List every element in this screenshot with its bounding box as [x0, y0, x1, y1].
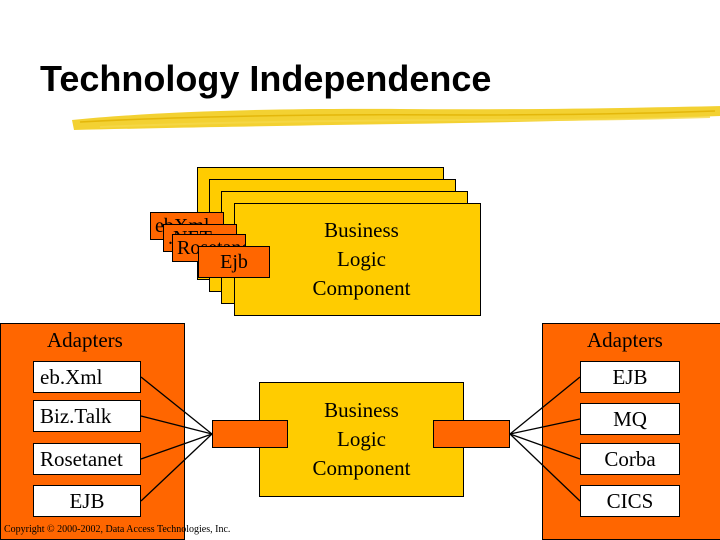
slide-title: Technology Independence — [40, 58, 492, 99]
center-line-1: Business — [324, 398, 399, 422]
right-adapters-title: Adapters — [587, 328, 663, 352]
card-line-1: Business — [324, 218, 399, 242]
left-adapter-item: EJB — [33, 485, 141, 517]
chip-ejb: Ejb — [198, 246, 270, 278]
left-adapters-title: Adapters — [47, 328, 123, 352]
left-adapter-item: Rosetanet — [33, 443, 141, 475]
left-connector-port — [212, 420, 288, 448]
left-adapter-item: eb.Xml — [33, 361, 141, 393]
right-adapter-item: EJB — [580, 361, 680, 393]
right-adapter-item: CICS — [580, 485, 680, 517]
title-underline-brush — [72, 106, 720, 130]
card-line-2: Logic — [337, 247, 386, 271]
center-line-2: Logic — [337, 427, 386, 451]
right-connector-port — [433, 420, 510, 448]
left-adapter-item: Biz.Talk — [33, 400, 141, 432]
right-adapter-item: MQ — [580, 403, 680, 435]
center-line-3: Component — [312, 456, 411, 480]
business-logic-card-top: Business Logic Component — [234, 203, 481, 316]
card-line-3: Component — [312, 276, 411, 300]
right-adapter-item: Corba — [580, 443, 680, 475]
copyright-text: Copyright © 2000-2002, Data Access Techn… — [4, 524, 231, 535]
business-logic-component-center: Business Logic Component — [259, 382, 464, 497]
